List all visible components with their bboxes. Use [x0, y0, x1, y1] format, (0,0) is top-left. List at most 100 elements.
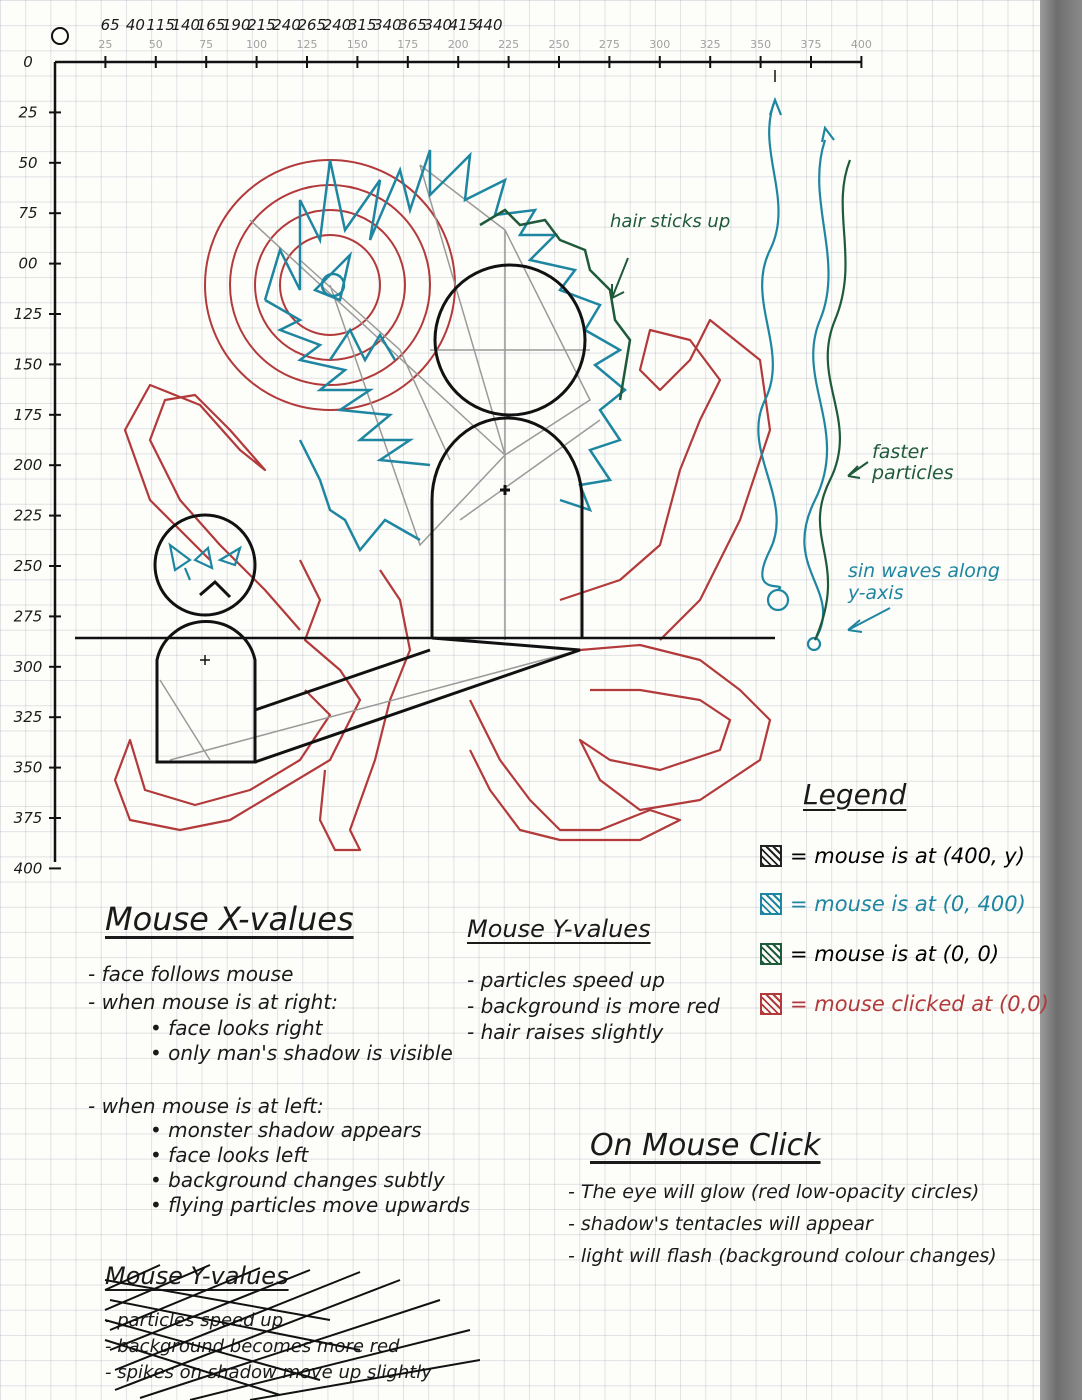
x-axis-ticks [104, 56, 863, 68]
monster-hair-outline [263, 149, 627, 553]
mouse-x-line-8: • background changes subtly [150, 1168, 445, 1192]
x-axis-label: 315 [348, 16, 377, 34]
monster-hair-green [479, 208, 632, 401]
y-axis-label: 00 [18, 255, 37, 273]
x-axis-label: 265 [297, 16, 326, 34]
x-axis-label: 65 [101, 16, 120, 34]
on-click-title: On Mouse Click [590, 1128, 821, 1163]
x-axis-label: 165 [197, 16, 226, 34]
small-figure [153, 513, 581, 764]
man-figure [430, 263, 587, 638]
y-axis-ticks [49, 111, 61, 870]
x-axis-sub-label: 100 [246, 38, 267, 51]
monster-eye [312, 251, 353, 302]
mouse-x-line-9: • flying particles move upwards [150, 1193, 470, 1217]
x-axis-sub-label: 75 [199, 38, 213, 51]
mouse-x-line-6: • monster shadow appears [150, 1118, 422, 1142]
legend-swatch-teal [760, 893, 782, 915]
x-axis-sub-label: 200 [448, 38, 469, 51]
origin-mark [51, 27, 69, 45]
mouse-y-line-1: - particles speed up [467, 968, 665, 992]
x-axis-label: 240 [323, 16, 352, 34]
man-body [430, 416, 584, 638]
legend-text-teal: = mouse is at (0, 400) [790, 892, 1026, 916]
man-head [433, 263, 587, 417]
on-click-line-3: - light will flash (background colour ch… [568, 1245, 997, 1267]
annotation-hair: hair sticks up [610, 211, 731, 232]
x-axis-sub-label: 50 [149, 38, 163, 51]
legend-item-teal: = mouse is at (0, 400) [760, 892, 1026, 916]
x-axis-sub-label: 375 [801, 38, 822, 51]
small-figure-eyes [168, 542, 242, 581]
x-axis-label: 365 [398, 16, 427, 34]
y-axis-label: 225 [14, 507, 43, 525]
y-axis-label: 75 [18, 204, 37, 222]
crossed-line-3: - spikes on shadow move up slightly [105, 1362, 432, 1383]
legend-text-green: = mouse is at (0, 0) [790, 942, 1000, 966]
legend-text-red: = mouse clicked at (0,0) [790, 992, 1049, 1016]
y-axis-label: 125 [14, 305, 43, 323]
x-axis-label: 140 [171, 16, 200, 34]
y-axis-label: 200 [14, 456, 43, 474]
y-axis-label: 0 [23, 53, 33, 71]
on-click-line-2: - shadow's tentacles will appear [568, 1213, 873, 1235]
notebook-spine [1040, 0, 1082, 1400]
mouse-x-line-7: • face looks left [150, 1143, 309, 1167]
small-figure-head [153, 513, 257, 617]
legend-swatch-red [760, 993, 782, 1015]
x-axis-sub-label: 325 [700, 38, 721, 51]
x-axis-label: 240 [272, 16, 301, 34]
annotation-arrows [611, 257, 891, 633]
small-figure-body [155, 620, 257, 764]
mouse-y-title: Mouse Y-values [467, 915, 651, 943]
mouse-x-line-1: - face follows mouse [88, 962, 294, 986]
y-axis-label: 375 [14, 809, 43, 827]
on-click-line-1: - The eye will glow (red low-opacity cir… [568, 1181, 980, 1203]
y-axis-label: 300 [14, 658, 43, 676]
legend-text-black: = mouse is at (400, y) [790, 844, 1025, 868]
x-axis-label: 40 [126, 16, 145, 34]
x-axis-label: 440 [474, 16, 503, 34]
x-axis-sub-label: 300 [649, 38, 670, 51]
mouse-x-title: Mouse X-values [105, 900, 354, 938]
y-axis-label: 325 [14, 708, 43, 726]
y-axis-labels: 0255075001251501752002252502753003253503… [14, 53, 43, 877]
y-axis-label: 400 [14, 859, 43, 877]
x-axis-sub-label: 175 [397, 38, 418, 51]
legend-item-red: = mouse clicked at (0,0) [760, 992, 1049, 1016]
shadow-tentacles [113, 318, 772, 852]
legend-swatch-green [760, 943, 782, 965]
x-axis-label: 340 [373, 16, 402, 34]
x-axis-label: 340 [423, 16, 452, 34]
x-axis-sub-label: 350 [750, 38, 771, 51]
mouse-x-line-2: - when mouse is at right: [88, 990, 338, 1014]
y-axis-label: 175 [14, 406, 43, 424]
x-axis-sub-label: 150 [347, 38, 368, 51]
legend-item-black: = mouse is at (400, y) [760, 844, 1025, 868]
x-axis-label: 115 [146, 16, 175, 34]
mouse-y-line-2: - background is more red [467, 994, 720, 1018]
mouse-x-line-4: • only man's shadow is visible [150, 1041, 453, 1065]
x-axis-sub-label: 25 [98, 38, 112, 51]
axes [53, 60, 862, 862]
y-axis-label: 350 [14, 759, 43, 777]
y-axis-label: 50 [18, 154, 37, 172]
x-axis-sub-label: 225 [498, 38, 519, 51]
mouse-x-line-5: - when mouse is at left: [88, 1094, 324, 1118]
y-axis-label: 275 [14, 607, 43, 625]
annotation-faster-particles: faster particles [872, 441, 954, 484]
scribble-cross-out [104, 1264, 480, 1400]
x-axis-label: 415 [449, 16, 478, 34]
x-axis-label: 215 [247, 16, 276, 34]
x-axis-sub-label: 125 [297, 38, 318, 51]
mouse-x-line-3: • face looks right [150, 1016, 323, 1040]
legend-title: Legend [803, 778, 907, 811]
x-axis-sub-label: 250 [549, 38, 570, 51]
y-axis-label: 250 [14, 557, 43, 575]
y-axis-label: 25 [18, 103, 37, 121]
x-axis-sub-label: 400 [851, 38, 872, 51]
annotation-sin-waves: sin waves along y-axis [848, 560, 1000, 604]
